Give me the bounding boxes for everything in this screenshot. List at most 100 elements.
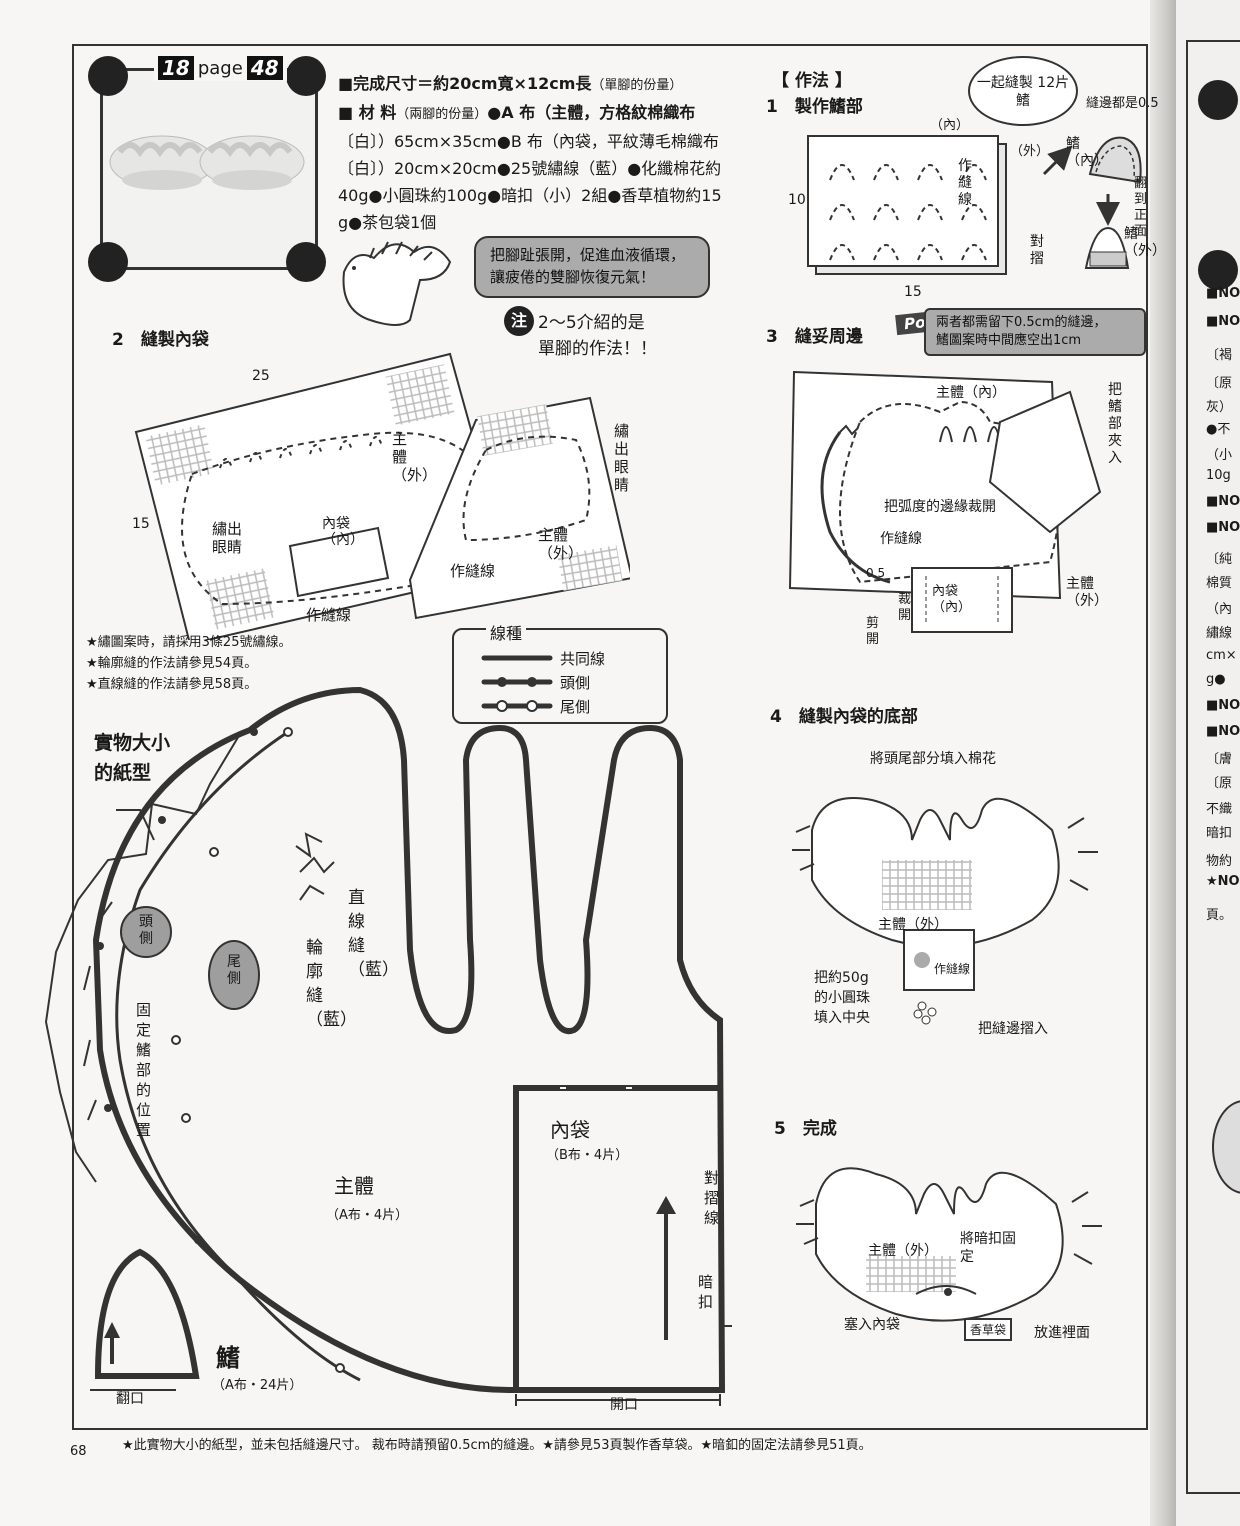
legend-swatches (481, 655, 553, 712)
spec-materials-note: （兩腳的份量） (396, 107, 488, 122)
lbl-body-out-s5: 主體（外） (868, 1243, 938, 1259)
lbl-trim: 剪開 (866, 616, 880, 647)
tip-bubble: 把腳趾張開，促進血液循環， 讓疲倦的雙腳恢復元氣！ (474, 236, 710, 298)
next-page-line: ★NO (1206, 874, 1240, 889)
spec-size-note: （單腳的份量） (591, 78, 683, 93)
note-straight-stitch: ★直線縫的作法請參見58頁。 (86, 677, 258, 692)
lbl-stitch-2: 作縫線 (306, 606, 352, 624)
lbl-body-out-s4: 主體（外） (878, 917, 948, 933)
tip-line1: 把腳趾張開，促進血液循環， (490, 246, 686, 264)
next-page-line: 灰） (1206, 400, 1233, 415)
next-page-line: 棉質 (1206, 576, 1233, 591)
lbl-embroider-eye-right: 繡出眼睛 (614, 422, 630, 494)
next-page-line: 暗扣 (1206, 826, 1233, 841)
next-page-line: ■NO (1206, 494, 1240, 509)
section-4-diagram (792, 797, 1098, 1025)
lbl-beads-3: 填入中央 (814, 1010, 870, 1026)
lbl-05: 0.5 (866, 566, 886, 580)
next-page-line: 繡線 (1206, 626, 1233, 641)
book-spine (1150, 0, 1176, 1526)
lbl-straight-stitch: 直線縫（藍） (348, 888, 399, 980)
dim-15-s1: 15 (904, 284, 922, 300)
lbl-beads-2: 的小圓珠 (814, 990, 870, 1006)
together-bubble: 一起縫製 12片鰭 (968, 56, 1078, 126)
lbl-beads: 把約50g 的小圓珠 填入中央 (814, 968, 870, 1028)
next-page-line: ■NO (1206, 724, 1240, 739)
note-steps: 2～5介紹的是 單腳的作法！！ (538, 310, 657, 362)
lbl-fin-out: 鰭（外） (1124, 226, 1166, 259)
legend-title: 線種 (486, 620, 527, 644)
lbl-snap-s5: 將暗扣固定 (960, 1231, 1016, 1265)
spec-line5: 40g●小圓珠約100g●暗扣（小）2組●香草植物約15 (338, 186, 722, 205)
next-page-line: g● (1206, 672, 1226, 687)
spec-size: ■完成尺寸＝約20cm寬×12cm長 (338, 74, 592, 93)
foot-doodle (342, 241, 452, 326)
next-page-line: 不織 (1206, 802, 1233, 817)
lbl-in: （內） (930, 118, 970, 133)
next-page-line: 〔純 (1206, 552, 1233, 567)
lbl-pattern-inner-bag-sub: （B布・4片） (546, 1148, 629, 1163)
section-2-diagram (134, 352, 630, 640)
fin-diagram (1042, 136, 1142, 269)
legend-common-line: 共同線 (560, 650, 606, 668)
herb-pouch: 香草袋 (964, 1318, 1013, 1341)
spec-line4: 〔白〕）20cm×20cm●25號繡線（藍）●化纖棉花約 (338, 159, 722, 178)
lbl-outline-stitch: 輪廓縫（藍） (306, 938, 357, 1030)
corner-dot (88, 56, 128, 96)
lbl-fold: 對摺 (1030, 234, 1044, 267)
next-page-line: ■NO (1206, 314, 1240, 329)
lbl-fold-in: 把縫邊摺入 (978, 1021, 1048, 1037)
dim-10: 10 (788, 192, 806, 208)
tail-side-label: 尾側 (227, 954, 241, 987)
lbl-out: （外） (1010, 144, 1050, 159)
lbl-pattern-inner-bag: 內袋 (550, 1118, 590, 1142)
next-page-line: （內 (1206, 602, 1233, 617)
next-page-line: 〔原 (1206, 376, 1233, 391)
point-line1: 兩者都需留下0.5cm的縫邊， (936, 315, 1107, 330)
page-badge: 18 page 48 (154, 55, 287, 81)
note-outline-stitch: ★輪廓縫的作法請參見54頁。 (86, 656, 258, 671)
lbl-stitch-1: 作縫線 (450, 562, 496, 580)
lbl-body-out-2: 主體（外） (538, 526, 584, 562)
spec-materials-a: ●A 布（主體，方格紋棉織布 (487, 103, 696, 122)
next-page-line: ■NO (1206, 698, 1240, 713)
lbl-cut-curve: 把弧度的邊緣裁開 (884, 499, 996, 515)
lbl-inside: 放進裡面 (1034, 1325, 1090, 1341)
section-3-title: 3 縫妥周邊 (766, 327, 863, 347)
badge-word: page (197, 57, 243, 79)
section-5-diagram (796, 1167, 1102, 1322)
corner-dot (88, 242, 128, 282)
point-note: 兩者都需留下0.5cm的縫邊， 鰭圖案時中間應空出1cm (924, 308, 1146, 356)
note-icon: 注 (504, 306, 534, 336)
section-5-title: 5 完成 (774, 1119, 837, 1139)
next-page-line: cm× (1206, 648, 1237, 663)
corner-dot (286, 56, 326, 96)
spec-block: ■完成尺寸＝約20cm寬×12cm長（單腳的份量） ■ 材 料（兩腳的份量）●A… (338, 70, 758, 236)
note-steps-line1: 2～5介紹的是 (538, 313, 645, 333)
section-2-title: 2 縫製內袋 (112, 330, 209, 350)
corner-dot (1198, 80, 1238, 120)
badge-number-right: 48 (246, 56, 283, 80)
next-page-frame (1186, 40, 1240, 1494)
lbl-insert-fin: 把鰭部夾入 (1108, 382, 1122, 466)
lbl-stitch-s1: 作縫線 (958, 158, 972, 208)
lbl-turn-opening: 翻口 (116, 1391, 144, 1407)
next-page-line: 〔褐 (1206, 348, 1233, 363)
lbl-pattern-body-sub: （A布・4片） (326, 1208, 409, 1223)
lbl-cut: 裁開 (898, 592, 912, 623)
spec-materials-label: ■ 材 料 (338, 103, 397, 122)
section-1-title: 1 製作鰭部 (766, 97, 863, 117)
lbl-embroider-eye-left: 繡出眼睛 (212, 520, 243, 556)
lbl-fill: 將頭尾部分填入棉花 (870, 751, 996, 767)
corner-dot (1198, 250, 1238, 290)
head-side-badge: 頭側 (120, 906, 172, 958)
section-4-title: 4 縫製內袋的底部 (770, 707, 918, 727)
section-3-diagram (788, 370, 1102, 633)
next-page-line: ■NO (1206, 286, 1240, 301)
lbl-opening: 開口 (610, 1397, 638, 1413)
lbl-insert-bag: 塞入內袋 (844, 1317, 900, 1333)
lbl-seam-allow: 縫邊都是0.5 (1086, 96, 1159, 111)
notes-left: ★繡圖案時，請採用3條25號繡線。 ★輪廓縫的作法請參見54頁。 ★直線縫的作法… (86, 632, 291, 695)
lbl-turn: 翻到正面 (1134, 176, 1148, 239)
